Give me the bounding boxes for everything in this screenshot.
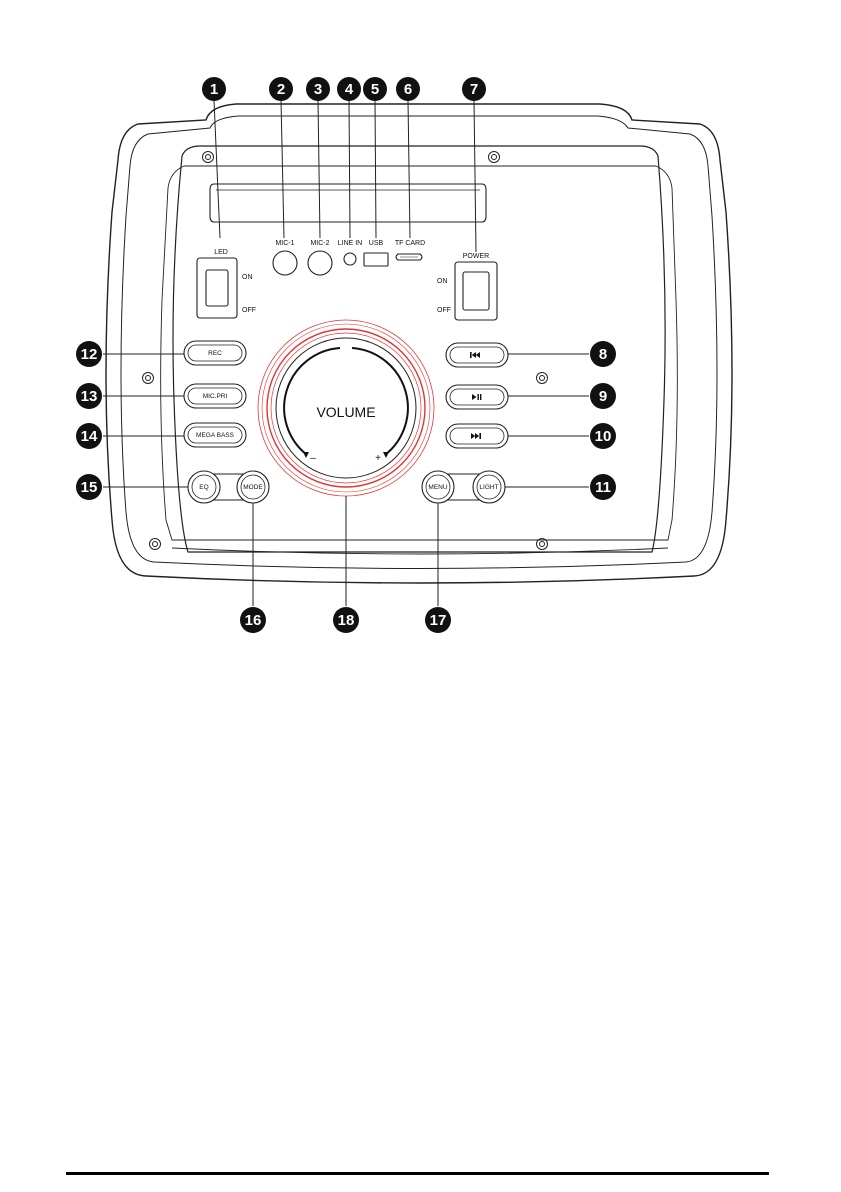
callout-10: 10: [590, 423, 616, 449]
mode-label: MODE: [243, 484, 263, 491]
callout-4: 4: [337, 77, 361, 101]
callout-16: 16: [240, 607, 266, 633]
usb-port[interactable]: [364, 253, 388, 266]
volume-label: VOLUME: [316, 404, 375, 420]
bottom-rule: [66, 1172, 769, 1175]
mic1-jack[interactable]: [273, 251, 297, 275]
callout-5: 5: [363, 77, 387, 101]
power-off-label: OFF: [437, 307, 451, 314]
mic2-label: MIC-2: [310, 240, 329, 247]
menu-label: MENU: [428, 484, 447, 491]
usb-label: USB: [369, 240, 384, 247]
svg-text:17: 17: [430, 612, 447, 629]
eq-label: EQ: [199, 484, 208, 491]
svg-text:15: 15: [81, 479, 98, 496]
callout-13: 13: [76, 383, 102, 409]
mic1-label: MIC-1: [275, 240, 294, 247]
light-label: LIGHT: [479, 484, 498, 491]
svg-text:3: 3: [314, 81, 322, 98]
callout-8: 8: [590, 341, 616, 367]
led-on-label: ON: [242, 274, 253, 281]
callout-14: 14: [76, 423, 102, 449]
svg-text:2: 2: [277, 81, 285, 98]
callout-9: 9: [590, 383, 616, 409]
micpri-label: MIC.PRI: [203, 393, 228, 400]
svg-text:6: 6: [404, 81, 412, 98]
volume-plus: +: [375, 453, 381, 464]
callout-18: 18: [333, 607, 359, 633]
svg-text:7: 7: [470, 81, 478, 98]
screw: [143, 373, 154, 384]
screw: [489, 152, 500, 163]
linein-label: LINE IN: [338, 240, 363, 247]
callout-11: 11: [590, 474, 616, 500]
svg-text:1: 1: [210, 81, 218, 98]
linein-jack[interactable]: [344, 253, 356, 265]
callout-2: 2: [269, 77, 293, 101]
svg-text:12: 12: [81, 346, 98, 363]
svg-text:14: 14: [81, 428, 98, 445]
svg-text:11: 11: [595, 479, 611, 496]
led-switch[interactable]: [206, 270, 228, 306]
power-switch-frame: [455, 262, 497, 320]
mic2-jack[interactable]: [308, 251, 332, 275]
screw: [203, 152, 214, 163]
callout-3: 3: [306, 77, 330, 101]
callout-12: 12: [76, 341, 102, 367]
svg-text:10: 10: [595, 428, 612, 445]
callout-1: 1: [202, 77, 226, 101]
handle-slot: [210, 184, 486, 222]
callout-15: 15: [76, 474, 102, 500]
callout-7: 7: [462, 77, 486, 101]
svg-text:5: 5: [371, 81, 379, 98]
callout-6: 6: [396, 77, 420, 101]
svg-text:9: 9: [599, 388, 607, 405]
svg-text:8: 8: [599, 346, 607, 363]
leader-lines: [103, 100, 589, 606]
svg-text:16: 16: [245, 612, 262, 629]
screw: [537, 373, 548, 384]
volume-arc-right: [352, 348, 408, 455]
svg-text:18: 18: [338, 612, 355, 629]
power-on-label: ON: [437, 278, 448, 285]
power-switch[interactable]: [463, 272, 489, 310]
volume-arc-left: [284, 348, 340, 455]
led-label: LED: [214, 249, 228, 256]
rec-label: REC: [208, 350, 222, 357]
led-switch-frame: [197, 258, 237, 318]
callout-17: 17: [425, 607, 451, 633]
svg-text:4: 4: [345, 81, 354, 98]
tfcard-label: TF CARD: [395, 240, 425, 247]
led-off-label: OFF: [242, 307, 256, 314]
svg-text:13: 13: [81, 388, 98, 405]
volume-minus: –: [310, 453, 316, 464]
power-label: POWER: [463, 253, 489, 260]
megabass-label: MEGA BASS: [196, 432, 235, 439]
screw: [150, 539, 161, 550]
